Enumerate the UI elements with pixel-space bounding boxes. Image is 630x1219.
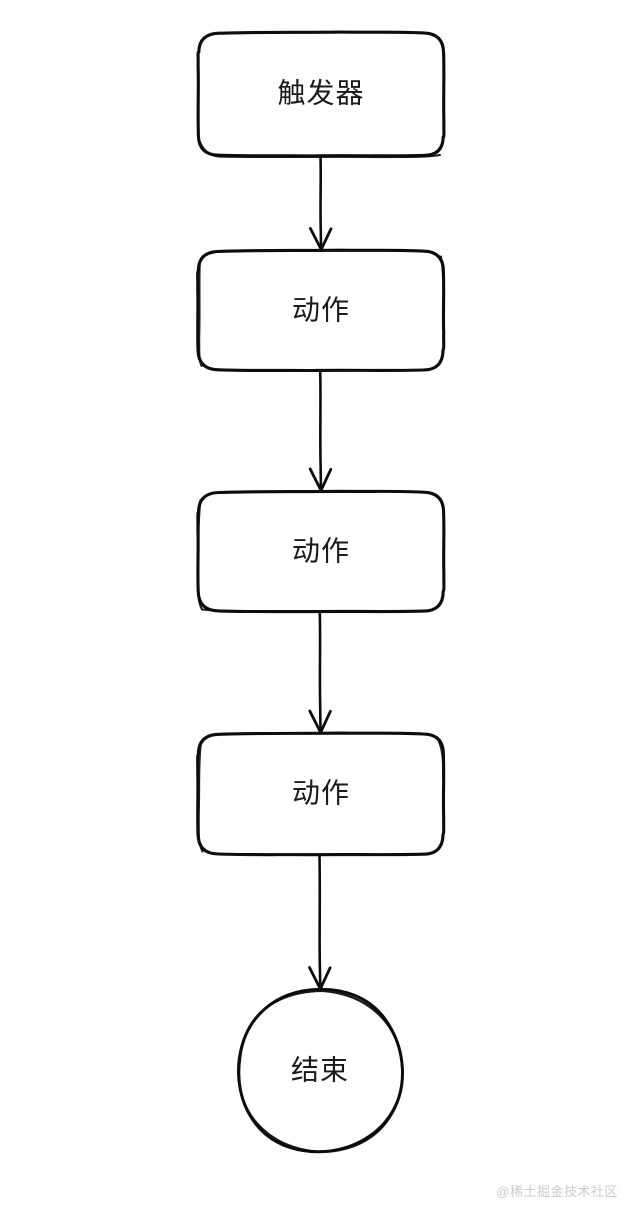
node-action-2[interactable]: 动作 [196,489,446,614]
edge-trigger-action1-line [319,155,323,248]
node-action-3-outline [196,731,446,857]
node-action-1-outline [196,248,446,373]
watermark: @稀土掘金技术社区 [496,1184,618,1199]
node-action-1-label: 动作 [292,294,350,325]
node-action-3-outline-second-pass [197,735,445,853]
node-trigger-label: 触发器 [277,77,364,108]
node-action-2-fill [198,491,444,612]
node-action-1[interactable]: 动作 [196,248,446,373]
node-action-1-outline-second-pass [198,255,445,367]
node-action-1-fill [198,250,444,371]
node-trigger-outline [196,30,446,158]
node-action-2-outline-second-pass [197,498,342,613]
node-action-3-label: 动作 [292,777,350,808]
edge-action3-end [308,854,332,991]
node-action-3-fill [198,733,444,855]
node-trigger[interactable]: 触发器 [196,30,446,159]
edge-action3-end-line [318,854,322,987]
node-action-2-label: 动作 [292,535,350,566]
node-end-outline-second-pass [236,989,404,1153]
node-end-label: 结束 [291,1054,349,1085]
node-end[interactable]: 结束 [236,987,404,1154]
node-end-fill [239,989,401,1151]
edge-action1-action2-line [318,370,323,489]
edge-action2-action3-line [318,611,322,731]
node-trigger-fill [198,32,444,156]
edge-trigger-action1 [309,155,333,251]
node-action-3[interactable]: 动作 [196,731,446,857]
node-trigger-outline-second-pass [199,141,441,159]
edge-action1-action2 [308,370,333,492]
edge-action2-action3 [308,611,332,734]
